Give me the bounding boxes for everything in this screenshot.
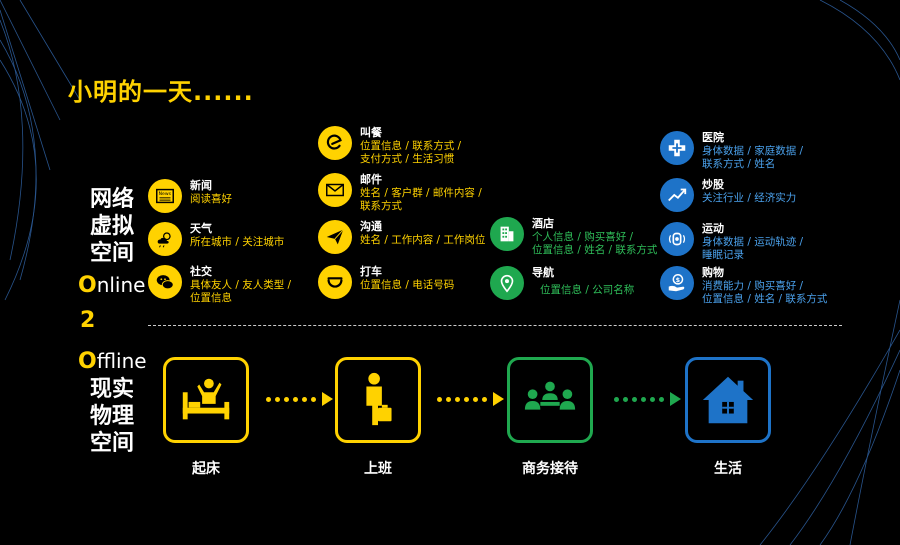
commute-box bbox=[335, 357, 421, 443]
item-desc: 具体友人 / 友人类型 / bbox=[190, 279, 292, 291]
online-item-sports: 运动身体数据 / 运动轨迹 /睡眠记录 bbox=[660, 222, 803, 262]
wake-up-box bbox=[163, 357, 249, 443]
item-desc: 位置信息 / 姓名 / 联系方式 bbox=[702, 293, 828, 305]
item-desc: 位置信息 / 姓名 / 联系方式 bbox=[532, 244, 658, 256]
o2o-two-label: 2 bbox=[80, 308, 96, 333]
step-label: 商务接待 bbox=[522, 461, 578, 477]
item-title: 购物 bbox=[702, 266, 724, 279]
item-desc: 位置信息 bbox=[190, 292, 232, 304]
step-label: 上班 bbox=[364, 461, 392, 477]
weather-icon bbox=[148, 222, 182, 256]
offline-space-label: 现实 物理 空间 bbox=[82, 376, 142, 457]
communication-icon bbox=[318, 220, 352, 254]
hotel-icon bbox=[490, 217, 524, 251]
mail-icon bbox=[318, 173, 352, 207]
taxi-icon bbox=[318, 265, 352, 299]
offline-space-label-line: 物理 bbox=[89, 404, 134, 429]
offline-space-label-line: 空间 bbox=[89, 431, 134, 456]
online-item-food: 叫餐位置信息 / 联系方式 /支付方式 / 生活习惯 bbox=[318, 126, 461, 166]
offline-label: Offline bbox=[78, 349, 147, 374]
item-title: 天气 bbox=[190, 222, 212, 235]
online-item-hospital: 医院身体数据 / 家庭数据 /联系方式 / 姓名 bbox=[660, 131, 803, 171]
item-desc: 身体数据 / 家庭数据 / bbox=[702, 145, 804, 157]
online-label: Online bbox=[78, 273, 146, 298]
item-desc: 位置信息 / 联系方式 / bbox=[360, 140, 462, 152]
sports-icon bbox=[660, 222, 694, 256]
item-desc: 位置信息 / 电话号码 bbox=[360, 279, 455, 291]
svg-text:News: News bbox=[159, 191, 172, 197]
chat-icon bbox=[148, 265, 182, 299]
item-desc: 个人信息 / 购买喜好 / bbox=[532, 231, 634, 243]
item-title: 叫餐 bbox=[360, 126, 382, 139]
item-desc: 关注行业 / 经济实力 bbox=[702, 192, 797, 204]
online-item-news: News 新闻阅读喜好 bbox=[148, 179, 232, 213]
svg-text:$: $ bbox=[676, 276, 681, 284]
online-item-shopping: $ 购物消费能力 / 购买喜好 /位置信息 / 姓名 / 联系方式 bbox=[660, 266, 827, 306]
online-item-hotel: 酒店个人信息 / 购买喜好 /位置信息 / 姓名 / 联系方式 bbox=[490, 217, 657, 257]
item-title: 社交 bbox=[190, 265, 212, 278]
item-desc: 位置信息 / 公司名称 bbox=[540, 284, 635, 296]
online-space-label: 网络 虚拟 空间 bbox=[82, 186, 142, 267]
online-item-navigation: 导航位置信息 / 公司名称 bbox=[490, 266, 634, 300]
item-desc: 消费能力 / 购买喜好 / bbox=[702, 280, 804, 292]
item-title: 邮件 bbox=[360, 173, 382, 186]
flow-arrow bbox=[614, 392, 681, 406]
online-space-label-line: 空间 bbox=[89, 241, 134, 266]
item-title: 沟通 bbox=[360, 220, 382, 233]
item-title: 医院 bbox=[702, 131, 724, 144]
flow-arrow bbox=[266, 392, 333, 406]
online-item-mail: 邮件姓名 / 客户群 / 邮件内容 /联系方式 bbox=[318, 173, 482, 213]
item-desc: 支付方式 / 生活习惯 bbox=[360, 153, 455, 165]
step-label: 起床 bbox=[192, 461, 220, 477]
meeting-box bbox=[507, 357, 593, 443]
item-desc: 联系方式 bbox=[360, 200, 402, 212]
commute-icon bbox=[366, 372, 392, 426]
online-space-label-line: 网络 bbox=[89, 187, 134, 212]
item-title: 导航 bbox=[532, 266, 554, 279]
item-desc: 睡眠记录 bbox=[702, 249, 744, 261]
map-pin-icon bbox=[490, 266, 524, 300]
home-icon bbox=[702, 376, 754, 424]
food-icon bbox=[318, 126, 352, 160]
online-item-weather: 天气所在城市 / 关注城市 bbox=[148, 222, 284, 256]
online-space-label-line: 虚拟 bbox=[89, 214, 134, 239]
step-label: 生活 bbox=[714, 461, 742, 477]
online-offline-divider bbox=[148, 325, 842, 326]
item-title: 炒股 bbox=[702, 178, 724, 191]
item-desc: 联系方式 / 姓名 bbox=[702, 158, 776, 170]
item-title: 新闻 bbox=[190, 179, 212, 192]
offline-space-label-line: 现实 bbox=[89, 377, 134, 402]
online-item-social: 社交具体友人 / 友人类型 /位置信息 bbox=[148, 265, 291, 305]
home-box bbox=[685, 357, 771, 443]
item-title: 酒店 bbox=[532, 217, 554, 230]
item-desc: 身体数据 / 运动轨迹 / bbox=[702, 236, 804, 248]
stock-icon bbox=[660, 178, 694, 212]
news-icon: News bbox=[148, 179, 182, 213]
shopping-icon: $ bbox=[660, 266, 694, 300]
wake-up-icon bbox=[182, 378, 230, 420]
meeting-icon bbox=[524, 381, 576, 410]
page-title: 小明的一天...... bbox=[68, 78, 254, 106]
item-title: 打车 bbox=[360, 265, 382, 278]
item-desc: 阅读喜好 bbox=[190, 193, 232, 205]
online-item-communication: 沟通姓名 / 工作内容 / 工作岗位 bbox=[318, 220, 485, 254]
flow-arrow bbox=[437, 392, 504, 406]
item-desc: 姓名 / 工作内容 / 工作岗位 bbox=[360, 234, 486, 246]
item-desc: 所在城市 / 关注城市 bbox=[190, 236, 285, 248]
item-desc: 姓名 / 客户群 / 邮件内容 / bbox=[360, 187, 482, 199]
online-item-stock: 炒股关注行业 / 经济实力 bbox=[660, 178, 796, 212]
hospital-icon bbox=[660, 131, 694, 165]
online-item-taxi: 打车位置信息 / 电话号码 bbox=[318, 265, 454, 299]
item-title: 运动 bbox=[702, 222, 724, 235]
